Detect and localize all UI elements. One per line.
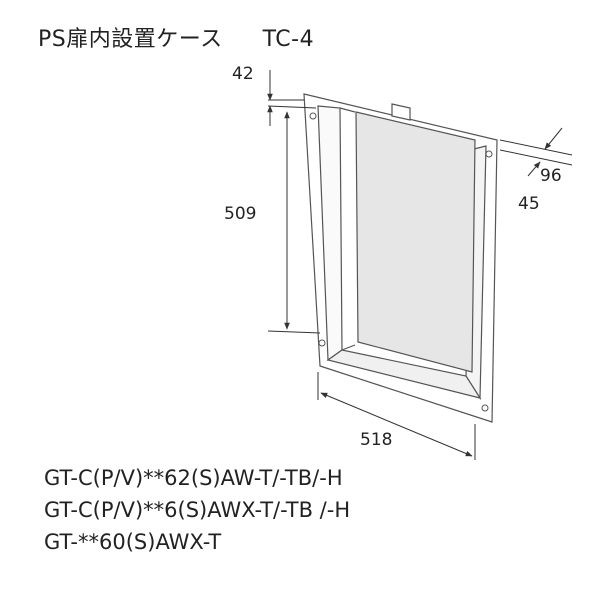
title-text: PS扉内設置ケース	[38, 26, 223, 52]
model-line: GT-C(P/V)**6(S)AWX-T/-TB /-H	[44, 498, 351, 522]
model-line: GT-**60(S)AWX-T	[44, 530, 222, 554]
screw-hole-bottom-right	[481, 404, 489, 412]
page-title: PS扉内設置ケース TC-4	[38, 21, 314, 53]
screw-hole-bottom-left	[318, 339, 326, 347]
dim-width	[317, 372, 476, 460]
screw-hole-top-left	[309, 112, 317, 120]
dim-height	[267, 105, 321, 334]
model-line: GT-C(P/V)**62(S)AW-T/-TB/-H	[44, 466, 343, 490]
model-code: TC-4	[262, 26, 315, 52]
dim-label-width: 518	[360, 430, 393, 450]
bottom-sill	[326, 349, 482, 399]
screw-holes	[309, 112, 493, 412]
dim-label-flange: 45	[518, 194, 540, 214]
dim-depth-top	[267, 70, 304, 126]
glass-panel	[355, 111, 476, 373]
dim-label-depth-side: 96	[540, 166, 562, 186]
screw-hole-top-right	[485, 150, 493, 158]
top-tab	[391, 103, 411, 121]
dim-label-height: 509	[224, 204, 257, 224]
model-list: GT-C(P/V)**62(S)AW-T/-TB/-H GT-C(P/V)**6…	[44, 462, 350, 558]
dim-depth-side	[499, 127, 573, 177]
dim-label-depth-top: 42	[232, 64, 254, 84]
